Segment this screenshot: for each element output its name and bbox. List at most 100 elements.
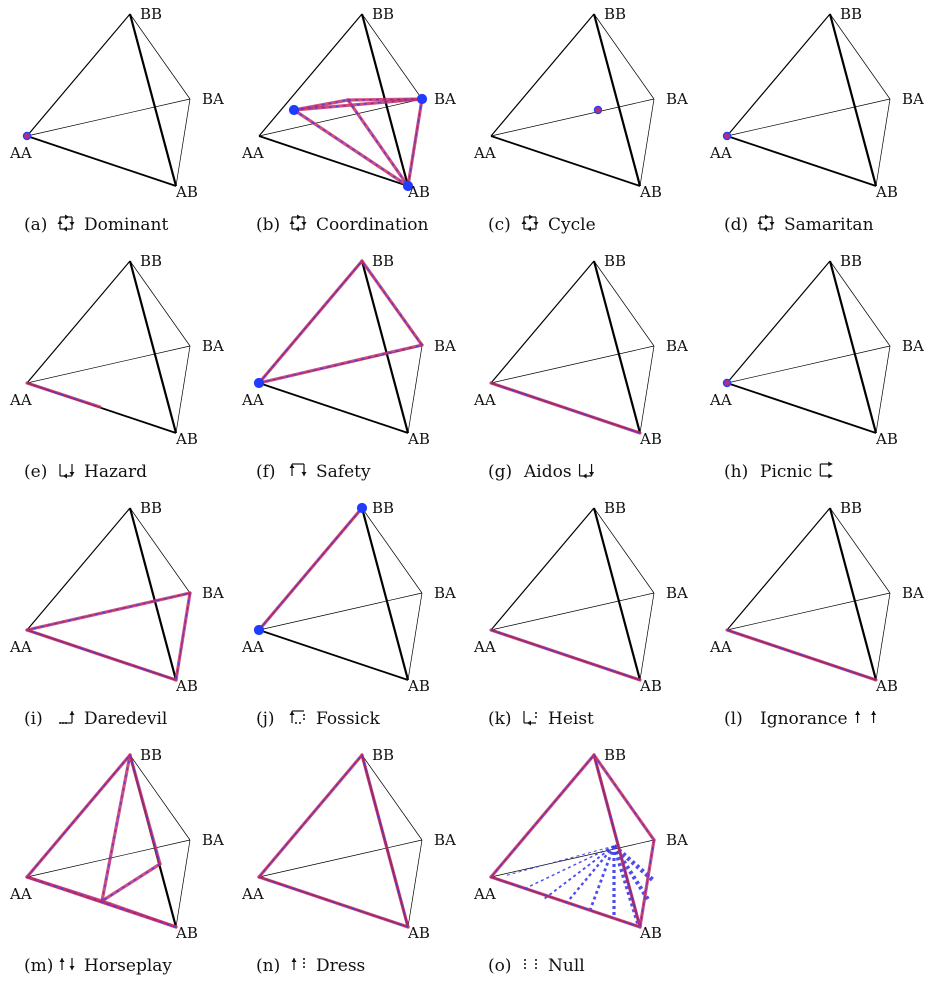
vertex-label-aa: AA bbox=[709, 144, 732, 162]
vertex-label-bb: BB bbox=[140, 746, 162, 764]
trajectory-AA-BA bbox=[25, 591, 192, 632]
trajectory-dash bbox=[258, 876, 409, 928]
fan-line bbox=[587, 845, 616, 914]
vertex-label-ba: BA bbox=[666, 90, 688, 108]
fan-line bbox=[563, 845, 615, 907]
vertex-label-bb: BB bbox=[604, 252, 626, 270]
trajectory-dash bbox=[593, 754, 641, 928]
tetra-edge-AA-BB bbox=[726, 507, 831, 631]
trajectory-dash bbox=[407, 98, 423, 187]
equilibrium-point bbox=[722, 378, 732, 388]
vertex-label-ba: BA bbox=[202, 831, 224, 849]
tetra-edge-BA-AB bbox=[175, 839, 191, 928]
trajectory-BB-AB bbox=[592, 753, 642, 929]
tetra-edge-AA-AB bbox=[726, 382, 877, 434]
trajectory-AA-SF bbox=[257, 343, 424, 385]
caption-letter: (k) bbox=[488, 709, 512, 729]
equilibrium-point bbox=[288, 104, 300, 116]
tetra-edge-AA-BA bbox=[726, 98, 891, 137]
caption-letter: (j) bbox=[256, 709, 275, 729]
vertex-label-ab: AB bbox=[175, 183, 198, 201]
trajectory-dash bbox=[593, 754, 655, 841]
vertex-label-ab: AB bbox=[407, 677, 430, 695]
vertex-label-ba: BA bbox=[434, 584, 456, 602]
trajectory-dash bbox=[26, 876, 177, 928]
tetra-edge-AA-AB bbox=[490, 135, 641, 187]
vertex-label-ab: AB bbox=[407, 924, 430, 942]
tetra-edge-BA-AB bbox=[639, 98, 655, 187]
vertex-label-ba: BA bbox=[666, 337, 688, 355]
up-down-icon bbox=[59, 958, 75, 970]
tetra-edge-AA-BB bbox=[490, 260, 595, 384]
tetra-edge-BA-AB bbox=[407, 592, 423, 681]
square-cycle-icon bbox=[57, 214, 75, 232]
vertex-label-bb: BB bbox=[604, 499, 626, 517]
square-cycle-icon bbox=[757, 214, 775, 232]
vertex-label-bb: BB bbox=[604, 5, 626, 23]
square-cycle-icon bbox=[521, 214, 539, 232]
caption-name: Hazard bbox=[84, 462, 147, 482]
equilibrium-point bbox=[722, 131, 732, 141]
caption-name: Fossick bbox=[316, 709, 381, 729]
vertex-label-bb: BB bbox=[140, 5, 162, 23]
tetra-edge-BA-BB bbox=[593, 13, 655, 100]
l-arrows-icon bbox=[59, 464, 75, 479]
caption-name: Safety bbox=[316, 462, 371, 482]
vertex-label-ba: BA bbox=[666, 831, 688, 849]
tetra-edge-AA-AB bbox=[726, 135, 877, 187]
trajectory-dash bbox=[175, 592, 191, 681]
tetra-edge-AA-BB bbox=[490, 507, 595, 631]
tetra-edge-BB-AB bbox=[592, 507, 642, 681]
trajectory-dash bbox=[726, 629, 877, 681]
vertex-label-bb: BB bbox=[372, 252, 394, 270]
caption-name: Horseplay bbox=[84, 956, 172, 976]
tetra-edge-BA-AB bbox=[639, 592, 655, 681]
equilibrium-point bbox=[253, 377, 265, 389]
tetra-edge-AA-AB bbox=[258, 135, 409, 187]
caption-name: Dress bbox=[316, 956, 365, 976]
tetra-edge-BB-AB bbox=[128, 260, 178, 434]
tetra-edge-AA-BB bbox=[26, 507, 131, 631]
caption-name: Null bbox=[548, 956, 585, 976]
vertex-label-aa: AA bbox=[9, 638, 32, 656]
vertex-label-ba: BA bbox=[202, 90, 224, 108]
vertex-label-aa: AA bbox=[473, 638, 496, 656]
caption-letter: (b) bbox=[256, 215, 280, 235]
square-cycle-icon bbox=[289, 214, 307, 232]
tetra-edge-BB-AB bbox=[360, 507, 410, 681]
tetra-edge-BB-AB bbox=[360, 260, 410, 434]
dots-only-icon bbox=[524, 959, 537, 969]
tetra-edge-BA-BB bbox=[593, 260, 655, 347]
caption-name: Heist bbox=[548, 709, 594, 729]
tetra-edge-AA-BA bbox=[26, 98, 191, 137]
vertex-label-ba: BA bbox=[666, 584, 688, 602]
vertex-label-ba: BA bbox=[434, 831, 456, 849]
vertex-label-ba: BA bbox=[902, 337, 924, 355]
caption-letter: (c) bbox=[488, 215, 511, 235]
vertex-label-ba: BA bbox=[202, 337, 224, 355]
tetra-edge-BA-BB bbox=[129, 13, 191, 100]
fan-line bbox=[503, 845, 615, 877]
tetra-edge-AA-BA bbox=[26, 839, 191, 878]
caption-letter: (m) bbox=[24, 956, 53, 976]
tetra-edge-BB-AB bbox=[128, 13, 178, 187]
l-arrows-icon bbox=[578, 464, 595, 479]
trajectory-dash bbox=[490, 629, 641, 681]
trajectory-dash bbox=[258, 260, 363, 384]
caption-letter: (l) bbox=[724, 709, 743, 729]
tetra-edge-BA-AB bbox=[407, 345, 423, 434]
vertex-label-aa: AA bbox=[709, 638, 732, 656]
trajectory-dash bbox=[490, 754, 595, 878]
tetra-edge-BB-AB bbox=[828, 13, 878, 187]
trajectory-dash bbox=[258, 507, 363, 631]
tetra-edge-BA-BB bbox=[829, 260, 891, 347]
trajectory-P2-AB bbox=[346, 98, 410, 188]
trajectory-BB-AB bbox=[360, 753, 410, 929]
